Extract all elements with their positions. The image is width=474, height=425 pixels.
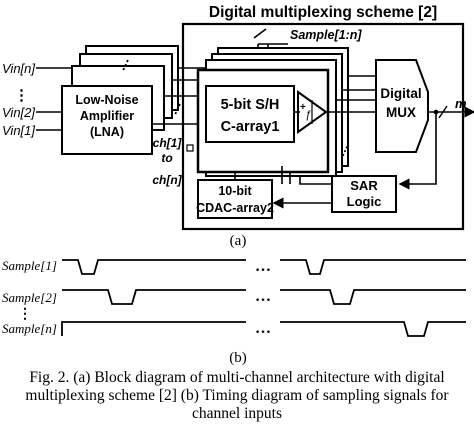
- lna-block: [61, 85, 153, 155]
- figure-caption: Fig. 2. (a) Block diagram of multi-chann…: [25, 369, 449, 422]
- output-label: m: [455, 96, 467, 111]
- ellipsis-sample-n: …: [255, 320, 271, 337]
- sh-label-line2: C-array1: [221, 119, 280, 135]
- bus-junction: [186, 144, 194, 152]
- cdac-label-line2: CDAC-array2: [196, 201, 274, 215]
- sample-bus-label: Sample[1:n]: [290, 28, 362, 42]
- waveform-sample-n: [61, 321, 466, 337]
- sar-label-line2: Logic: [347, 194, 382, 209]
- digital-mux: [375, 59, 429, 153]
- waveform-sample-2: [62, 289, 466, 305]
- input-label-vin-1: Vin[1]: [2, 123, 35, 138]
- mux-label-line1: Digital: [380, 86, 421, 101]
- input-label-vin-n: Vin[n]: [2, 61, 35, 76]
- output-slash: [438, 105, 448, 119]
- scheme-boundary: [181, 22, 465, 231]
- cdac-block: [197, 179, 273, 219]
- sar-to-stack-wire: [299, 176, 332, 185]
- mux-label-line2: MUX: [386, 105, 416, 120]
- sample-bus-slash: [253, 28, 267, 39]
- panel-label-a: (a): [230, 233, 247, 249]
- signal-label-sample-2: Sample[2]: [2, 290, 57, 305]
- sh-carray-block: [205, 85, 295, 143]
- input-label-vin-2: Vin[2]: [2, 105, 35, 120]
- comparator-plus-sign: +: [300, 102, 306, 113]
- sh-stack-dots: ⋮: [337, 142, 354, 160]
- signal-label-sample-n: Sample[n]: [2, 321, 57, 336]
- input-dots: ⋮: [14, 87, 29, 104]
- signal-vertical-dots: ⋮: [18, 307, 32, 322]
- ch-label-line2: to: [161, 151, 172, 165]
- comparator-f-label: ƒ: [305, 109, 311, 121]
- signal-label-sample-1: Sample[1]: [2, 258, 57, 273]
- ch-label-line1: ch[1]: [153, 136, 183, 150]
- sar-label-line1: SAR: [350, 178, 378, 193]
- waveform-sample-1: [62, 259, 466, 275]
- panel-label-b: (b): [229, 350, 247, 366]
- lna-stack-dots-bottom: ⋮: [169, 99, 187, 118]
- ch-label-line3: ch[n]: [152, 173, 182, 187]
- lna-stack-dots-top: ⋮: [117, 55, 135, 74]
- lna-label-line3: (LNA): [90, 125, 124, 139]
- scheme-title: Digital multiplexing scheme [2]: [209, 4, 437, 21]
- ellipsis-sample-2: …: [255, 288, 271, 305]
- cdac-label-line1: 10-bit: [218, 184, 252, 198]
- sh-label-line1: 5-bit S/H: [221, 97, 280, 113]
- feedback-to-sar-wire: [398, 112, 437, 190]
- ellipsis-sample-1: …: [255, 258, 271, 275]
- sar-logic-block: [331, 175, 397, 213]
- lna-label-line1: Low-Noise: [75, 93, 138, 107]
- lna-label-line2: Amplifier: [80, 109, 134, 123]
